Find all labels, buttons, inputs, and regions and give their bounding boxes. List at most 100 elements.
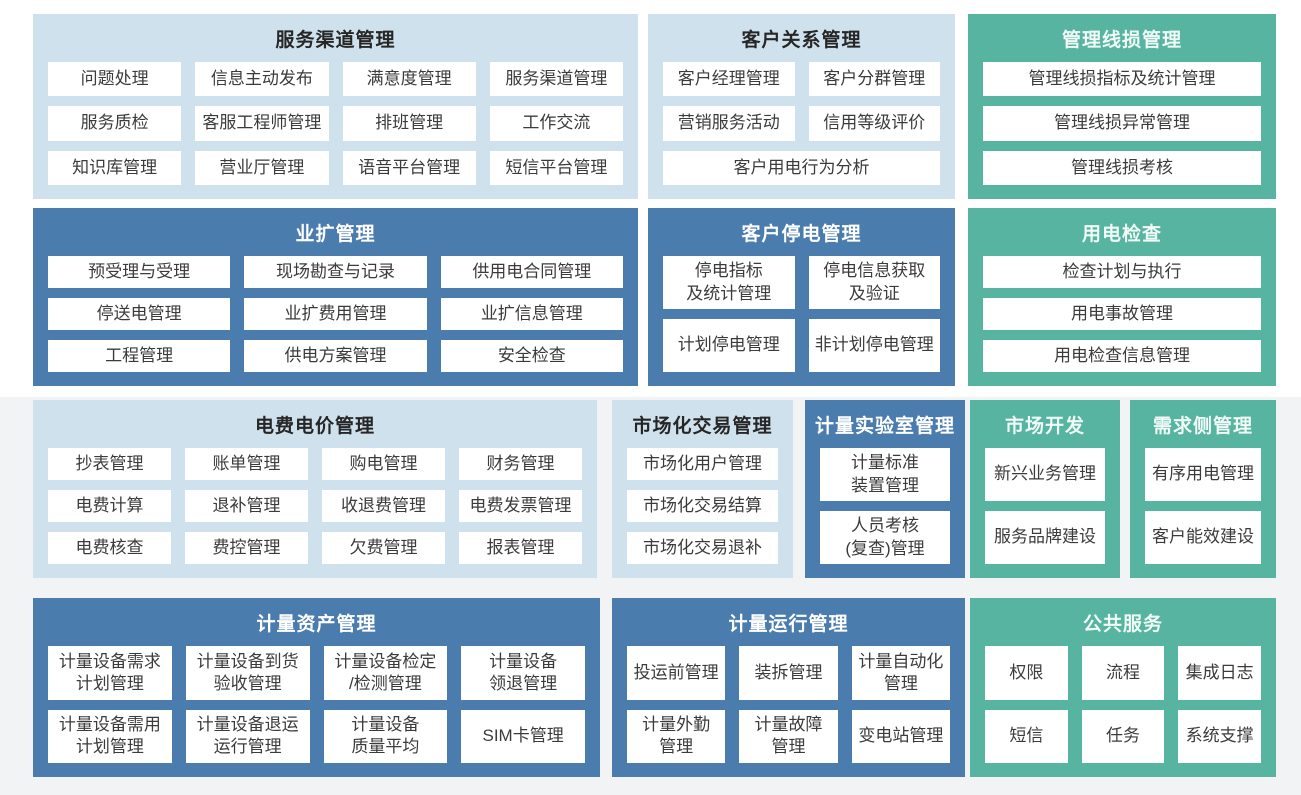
- module-item: 权限: [985, 646, 1068, 700]
- module-item: 管理线损指标及统计管理: [983, 62, 1261, 97]
- module-item: 预受理与受理: [48, 256, 231, 288]
- module-item: 安全检查: [440, 340, 623, 372]
- module-item: 退补管理: [185, 490, 308, 522]
- module-item: 停送电管理: [48, 298, 231, 330]
- module-item: 计量设备 领退管理: [461, 646, 585, 700]
- panel-grid: 权限流程集成日志短信任务系统支撑: [970, 646, 1276, 777]
- panel-grid: 抄表管理账单管理购电管理财务管理电费计算退补管理收退费管理电费发票管理电费核查费…: [33, 448, 597, 578]
- module-item: 服务质检: [48, 106, 182, 141]
- module-item: 计划停电管理: [663, 319, 795, 372]
- module-item: 市场化交易退补: [627, 532, 778, 564]
- panel-market-development: 市场开发新兴业务管理服务品牌建设: [970, 400, 1120, 578]
- module-item: 知识库管理: [48, 150, 182, 185]
- module-item: 电费发票管理: [459, 490, 582, 522]
- module-item: 管理线损异常管理: [983, 106, 1261, 141]
- module-item: 客户分群管理: [808, 62, 940, 97]
- panel-public-services: 公共服务权限流程集成日志短信任务系统支撑: [970, 598, 1276, 777]
- module-item: 新兴业务管理: [985, 448, 1105, 501]
- module-item: 系统支撑: [1178, 709, 1261, 763]
- panel-title: 计量运行管理: [728, 613, 849, 635]
- panel-line-loss-management: 管理线损管理管理线损指标及统计管理管理线损异常管理管理线损考核: [968, 14, 1276, 199]
- module-item: 营销服务活动: [663, 106, 795, 141]
- module-item: 服务渠道管理: [489, 62, 623, 97]
- module-item: 账单管理: [185, 448, 308, 480]
- module-item: 欠费管理: [322, 532, 445, 564]
- module-item: 投运前管理: [627, 646, 726, 700]
- panel-title: 客户关系管理: [741, 29, 862, 51]
- module-item: 用电事故管理: [983, 298, 1261, 330]
- module-item: 客户用电行为分析: [663, 150, 940, 185]
- panel-grid: 计量设备需求 计划管理计量设备到货 验收管理计量设备检定 /检测管理计量设备 领…: [33, 646, 600, 777]
- module-item: 计量外勤 管理: [627, 709, 726, 763]
- module-item: 电费核查: [48, 532, 171, 564]
- panel-grid: 问题处理信息主动发布满意度管理服务渠道管理服务质检客服工程师管理排班管理工作交流…: [33, 62, 638, 199]
- module-item: 计量自动化 管理: [851, 646, 950, 700]
- module-item: 检查计划与执行: [983, 256, 1261, 288]
- module-item: 计量标准 装置管理: [820, 448, 950, 501]
- panel-grid: 停电指标 及统计管理停电信息获取 及验证计划停电管理非计划停电管理: [648, 256, 955, 386]
- module-item: 费控管理: [185, 532, 308, 564]
- module-item: 服务品牌建设: [985, 511, 1105, 564]
- module-item: 现场勘查与记录: [244, 256, 427, 288]
- module-item: 管理线损考核: [983, 150, 1261, 185]
- module-item: 计量设备 质量平均: [323, 709, 448, 763]
- module-item: 有序用电管理: [1145, 448, 1261, 501]
- module-item: 供用电合同管理: [440, 256, 623, 288]
- panel-metering-asset-management: 计量资产管理计量设备需求 计划管理计量设备到货 验收管理计量设备检定 /检测管理…: [33, 598, 600, 777]
- module-item: 信用等级评价: [808, 106, 940, 141]
- panel-title: 公共服务: [1082, 613, 1163, 635]
- panel-title: 计量实验室管理: [814, 415, 955, 437]
- panel-business-expansion-management: 业扩管理预受理与受理现场勘查与记录供用电合同管理停送电管理业扩费用管理业扩信息管…: [33, 208, 638, 386]
- panel-title: 市场化交易管理: [632, 415, 773, 437]
- panel-grid: 市场化用户管理市场化交易结算市场化交易退补: [612, 448, 793, 578]
- module-item: 短信平台管理: [489, 150, 623, 185]
- module-item: 市场化用户管理: [627, 448, 778, 480]
- module-item: 装拆管理: [739, 646, 838, 700]
- panel-title: 客户停电管理: [741, 223, 862, 245]
- module-item: 信息主动发布: [195, 62, 329, 97]
- panel-demand-side-management: 需求侧管理有序用电管理客户能效建设: [1130, 400, 1276, 578]
- module-item: 计量设备到货 验收管理: [185, 646, 310, 700]
- module-item: 变电站管理: [851, 709, 950, 763]
- module-item: 计量设备需求 计划管理: [48, 646, 172, 700]
- module-item: 电费计算: [48, 490, 171, 522]
- panel-grid: 管理线损指标及统计管理管理线损异常管理管理线损考核: [968, 62, 1276, 199]
- panel-grid: 新兴业务管理服务品牌建设: [970, 448, 1120, 578]
- module-item: 客户能效建设: [1145, 511, 1261, 564]
- module-item: 抄表管理: [48, 448, 171, 480]
- panel-title: 需求侧管理: [1152, 415, 1253, 437]
- module-item: 营业厅管理: [195, 150, 329, 185]
- module-item: 工程管理: [48, 340, 231, 372]
- panel-metering-operation-management: 计量运行管理投运前管理装拆管理计量自动化 管理计量外勤 管理计量故障 管理变电站…: [612, 598, 965, 777]
- panel-customer-outage-management: 客户停电管理停电指标 及统计管理停电信息获取 及验证计划停电管理非计划停电管理: [648, 208, 955, 386]
- module-item: SIM卡管理: [461, 709, 585, 763]
- module-item: 用电检查信息管理: [983, 340, 1261, 372]
- panel-grid: 有序用电管理客户能效建设: [1130, 448, 1276, 578]
- module-item: 人员考核 (复查)管理: [820, 511, 950, 564]
- panel-title: 业扩管理: [295, 223, 376, 245]
- module-item: 非计划停电管理: [808, 319, 940, 372]
- module-item: 流程: [1081, 646, 1165, 700]
- module-item: 业扩信息管理: [440, 298, 623, 330]
- module-item: 计量设备退运 运行管理: [185, 709, 310, 763]
- module-item: 客户经理管理: [663, 62, 795, 97]
- panel-title: 用电检查: [1081, 223, 1162, 245]
- module-item: 语音平台管理: [342, 150, 476, 185]
- module-item: 购电管理: [322, 448, 445, 480]
- panel-grid: 计量标准 装置管理人员考核 (复查)管理: [805, 448, 965, 578]
- module-item: 集成日志: [1178, 646, 1261, 700]
- module-item: 停电指标 及统计管理: [663, 256, 795, 309]
- panel-customer-relationship-management: 客户关系管理客户经理管理客户分群管理营销服务活动信用等级评价客户用电行为分析: [648, 14, 955, 199]
- panel-title: 市场开发: [1004, 415, 1085, 437]
- panel-tariff-billing-management: 电费电价管理抄表管理账单管理购电管理财务管理电费计算退补管理收退费管理电费发票管…: [33, 400, 597, 578]
- panel-metering-lab-management: 计量实验室管理计量标准 装置管理人员考核 (复查)管理: [805, 400, 965, 578]
- module-item: 计量设备需用 计划管理: [48, 709, 172, 763]
- module-item: 市场化交易结算: [627, 490, 778, 522]
- module-item: 客服工程师管理: [195, 106, 329, 141]
- module-item: 工作交流: [489, 106, 623, 141]
- module-item: 计量设备检定 /检测管理: [323, 646, 448, 700]
- panel-grid: 客户经理管理客户分群管理营销服务活动信用等级评价客户用电行为分析: [648, 62, 955, 199]
- panel-electricity-inspection: 用电检查检查计划与执行用电事故管理用电检查信息管理: [968, 208, 1276, 386]
- panel-title: 管理线损管理: [1061, 29, 1182, 51]
